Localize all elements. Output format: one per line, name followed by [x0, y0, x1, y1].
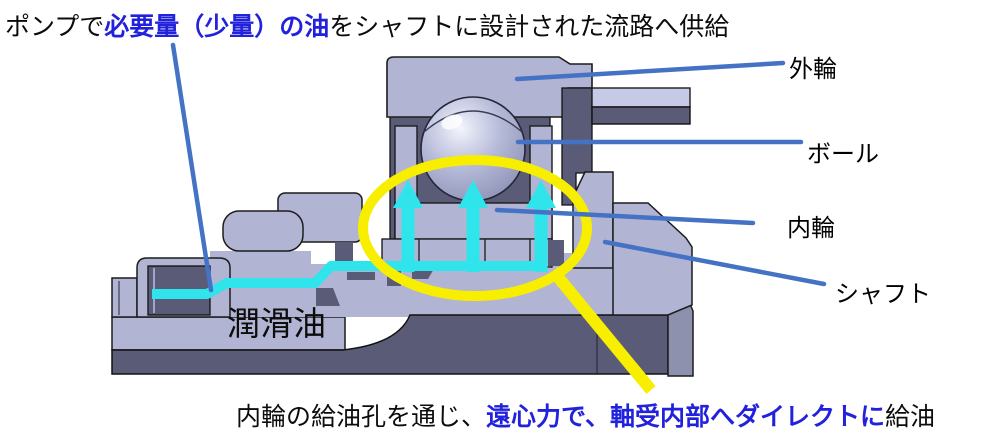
oil-arrow-left-shaft — [401, 204, 415, 272]
base-corner-mid — [667, 302, 694, 377]
step-shadow-b — [316, 288, 340, 306]
base-left-column — [111, 277, 138, 318]
leader-oil-inlet — [170, 42, 214, 293]
oil-arrow-right-shaft — [534, 204, 548, 272]
oil-arrow-left-head — [393, 180, 423, 208]
highlight-ellipse — [358, 155, 592, 301]
oil-arrow-middle-head — [458, 180, 488, 208]
inner-ring-seams — [418, 239, 531, 262]
oil-arrow-right-head — [526, 180, 556, 208]
oil-arrow-left — [393, 180, 423, 272]
inner-ring-shadow-right — [548, 240, 564, 266]
oil-flow-path — [152, 180, 556, 299]
top-caption-part1: ポンプで — [5, 13, 105, 41]
top-caption-part2: をシャフトに設計された流路へ供給 — [329, 13, 730, 41]
shaft-shoulder-block — [612, 202, 693, 316]
shaft-bar-dark — [591, 106, 691, 125]
label-inner-ring: 内輪 — [787, 215, 835, 242]
bottom-caption-part1: 内輪の給油孔を通じ、 — [236, 403, 487, 431]
leader-inner-ring — [494, 207, 756, 226]
shaft-bar-light — [591, 87, 691, 108]
bearing-ball — [420, 96, 526, 202]
oil-arrow-right — [526, 180, 556, 272]
bottom-caption-part2: 給油 — [885, 403, 936, 431]
label-lubricant: 潤滑油 — [227, 305, 326, 342]
left-step-blocks — [222, 192, 375, 306]
leader-outer-ring — [514, 60, 786, 82]
oil-channel — [152, 261, 543, 299]
oil-arrow-middle — [458, 180, 488, 272]
step-block-pill — [222, 210, 304, 252]
leader-lines — [170, 42, 827, 293]
label-ball: ボール — [807, 141, 879, 168]
bottom-caption-highlight: 遠心力で、軸受内部へダイレクトに — [486, 403, 886, 431]
highlight-annotation — [358, 155, 656, 394]
label-shaft: シャフト — [835, 281, 931, 308]
step-shadow-c — [347, 272, 375, 280]
label-outer-ring: 外輪 — [789, 56, 837, 83]
outer-ring-housing — [386, 56, 691, 206]
oil-arrow-middle-shaft — [466, 204, 480, 272]
ball-highlight — [441, 114, 463, 130]
ball-raceway-arc — [423, 110, 523, 133]
top-caption: ポンプで必要量（少量）の油をシャフトに設計された流路へ供給 — [5, 7, 729, 43]
bottom-caption: 内輪の給油孔を通じ、遠心力で、軸受内部へダイレクトに給油 — [236, 397, 935, 433]
top-caption-highlight: 必要量（少量）の油 — [104, 13, 330, 41]
highlight-pointer-line — [548, 267, 656, 394]
leader-shaft — [602, 239, 827, 287]
